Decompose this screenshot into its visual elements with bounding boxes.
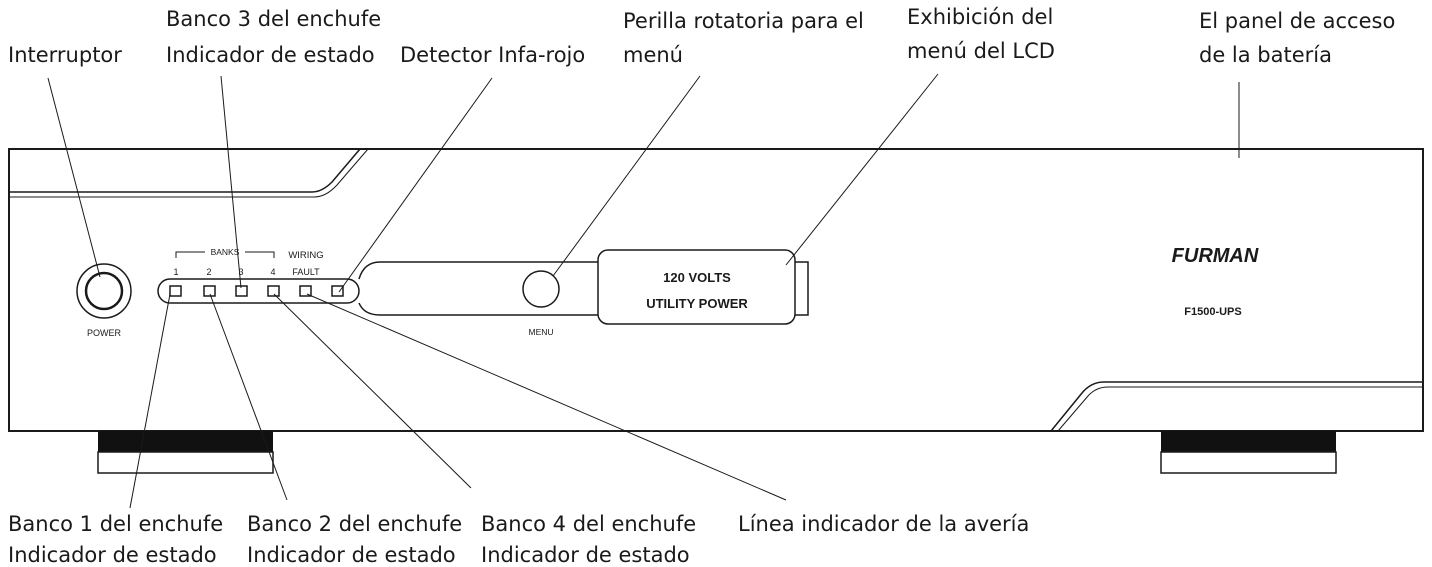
- leader-menu: [552, 75, 701, 277]
- callout-ir-detector: Detector Infa-rojo: [400, 43, 585, 67]
- bank-number-3: 3: [238, 267, 243, 277]
- right-foot: [1160, 431, 1337, 474]
- bank4-led: [267, 285, 280, 297]
- led-strip: [157, 278, 360, 304]
- lcd-line-2: UTILITY POWER: [646, 296, 748, 311]
- power-label: POWER: [87, 328, 122, 338]
- leader-fault: [306, 293, 787, 501]
- left-foot: [97, 431, 274, 474]
- banks-bracket: [175, 251, 275, 258]
- callout-bank2-line1: Banco 2 del enchufe: [247, 512, 462, 536]
- leader-lcd: [785, 73, 939, 266]
- leader-bank2: [209, 293, 288, 501]
- model-label: F1500-UPS: [1184, 306, 1241, 318]
- leader-ir: [338, 77, 493, 293]
- chassis-body: [8, 148, 1424, 432]
- bank1-led: [169, 285, 182, 297]
- callout-bank4-line1: Banco 4 del enchufe: [481, 512, 696, 536]
- callout-bank3-line1: Banco 3 del enchufe: [166, 7, 381, 31]
- bank-number-1: 1: [173, 267, 178, 277]
- fault-label: FAULT: [292, 267, 320, 277]
- bottom-bevel: [1050, 381, 1423, 432]
- callout-bank2-line2: Indicador de estado: [247, 543, 456, 567]
- lcd-line-1: 120 VOLTS: [663, 270, 731, 285]
- callout-battery-line2: de la batería: [1199, 43, 1332, 67]
- power-switch[interactable]: [84, 271, 124, 311]
- lcd-housing: [358, 261, 809, 316]
- leader-bank4: [273, 293, 472, 489]
- callout-bank1-line1: Banco 1 del enchufe: [8, 512, 223, 536]
- menu-label: MENU: [528, 327, 553, 337]
- callout-lcd-line1: Exhibición del: [907, 5, 1053, 29]
- callout-lcd-line2: menú del LCD: [907, 39, 1055, 63]
- top-bevel: [9, 148, 361, 193]
- callout-battery-line1: El panel de acceso: [1199, 9, 1395, 33]
- callout-fault-line: Línea indicador de la avería: [738, 512, 1029, 536]
- brand-logo: FURMAN: [1172, 245, 1259, 267]
- callout-menu-knob-line2: menú: [623, 43, 683, 67]
- callout-bank3-line2: Indicador de estado: [166, 43, 375, 67]
- leader-bank1: [129, 293, 171, 509]
- power-switch-bezel: [76, 263, 132, 319]
- bank3-led: [235, 285, 248, 297]
- wiring-fault-led: [299, 285, 312, 297]
- bank2-led: [203, 285, 216, 297]
- callout-power-switch: Interruptor: [8, 43, 122, 67]
- leader-lines: [47, 73, 1240, 509]
- lcd-display: [597, 249, 796, 325]
- menu-knob[interactable]: [522, 270, 560, 308]
- callout-bank4-line2: Indicador de estado: [481, 543, 690, 567]
- bank-number-4: 4: [270, 267, 275, 277]
- leader-power: [47, 77, 101, 278]
- leader-bank3: [220, 75, 242, 289]
- callout-menu-knob-line1: Perilla rotatoria para el: [623, 9, 864, 33]
- bank-number-2: 2: [206, 267, 211, 277]
- wiring-label: WIRING: [288, 250, 323, 261]
- callout-bank1-line2: Indicador de estado: [8, 543, 217, 567]
- ir-detector-window: [331, 285, 344, 297]
- banks-label: BANKS: [211, 247, 240, 257]
